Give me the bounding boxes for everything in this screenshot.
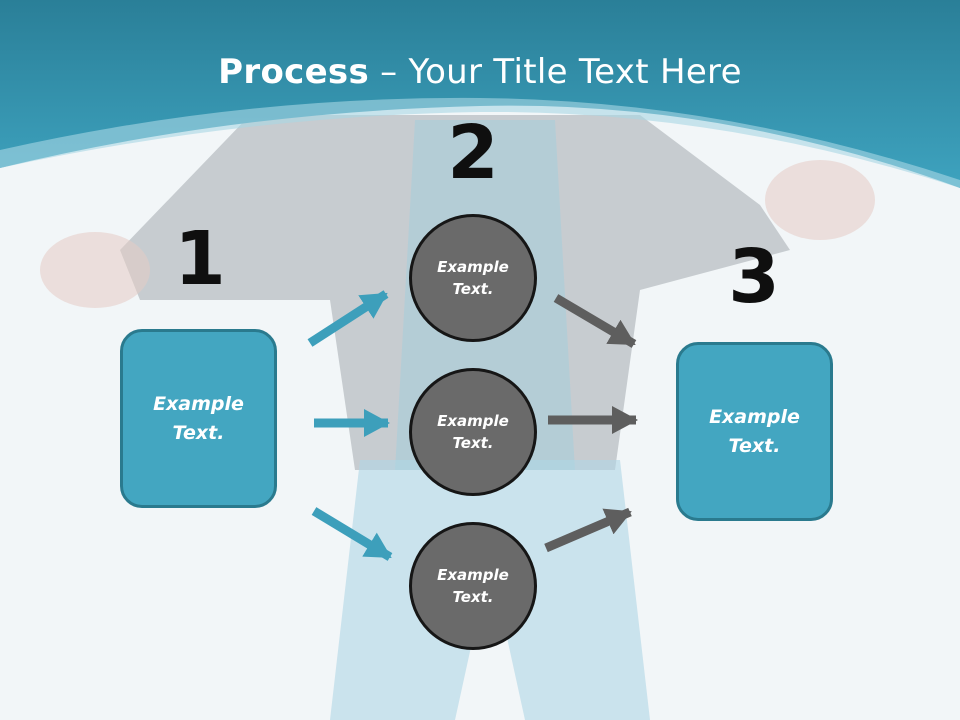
- step-1-text: Example Text.: [153, 393, 244, 444]
- slide-title: Process – Your Title Text Here: [0, 52, 960, 92]
- step-3-text: Example Text.: [709, 406, 800, 457]
- header-band: [0, 0, 960, 188]
- arrow-1-to-bottom: [311, 507, 393, 561]
- circle-text: Example Text.: [437, 565, 509, 607]
- title-bold: Process: [218, 52, 370, 92]
- arrow-bottom-to-3: [544, 507, 632, 553]
- title-rest: – Your Title Text Here: [369, 52, 742, 92]
- step-number-3: 3: [728, 234, 780, 320]
- arrow-top-to-3: [553, 294, 637, 348]
- step-2-circle-bottom: Example Text.: [409, 522, 537, 650]
- step-2-circle-middle: Example Text.: [409, 368, 537, 496]
- step-2-circle-top: Example Text.: [409, 214, 537, 342]
- circle-text: Example Text.: [437, 411, 509, 453]
- step-1-box: Example Text.: [120, 329, 277, 508]
- step-3-box: Example Text.: [676, 342, 833, 521]
- step-number-1: 1: [174, 216, 226, 302]
- arrow-1-to-top: [307, 290, 389, 347]
- step-number-2: 2: [447, 110, 499, 196]
- circle-text: Example Text.: [437, 257, 509, 299]
